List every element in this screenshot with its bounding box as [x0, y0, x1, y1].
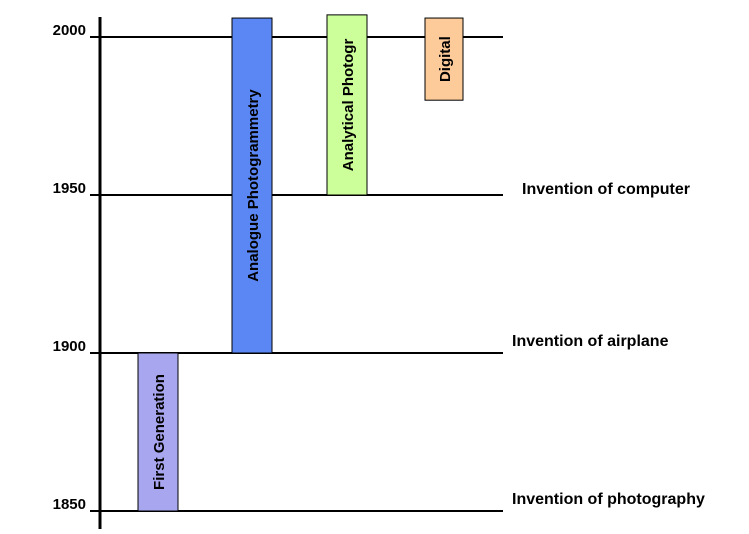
tick-label-2000: 2000: [53, 22, 86, 39]
event-label-2: Invention of photography: [512, 491, 705, 508]
era-label-0: First Generation: [151, 374, 168, 490]
era-label-3: Digital: [437, 36, 454, 82]
event-label-1: Invention of airplane: [512, 333, 669, 350]
era-bar-3: [424, 17, 464, 101]
era-label-2: Analytical Photogr: [340, 39, 357, 172]
era-bar-1: [231, 17, 273, 354]
event-label-0: Invention of computer: [522, 181, 690, 198]
tick-label-1850: 1850: [53, 496, 86, 513]
era-bar-0: [137, 352, 179, 512]
tick-label-1950: 1950: [53, 180, 86, 197]
era-label-1: Analogue Photogrammetry: [245, 89, 262, 282]
era-bar-2: [326, 14, 368, 196]
tick-label-1900: 1900: [53, 338, 86, 355]
